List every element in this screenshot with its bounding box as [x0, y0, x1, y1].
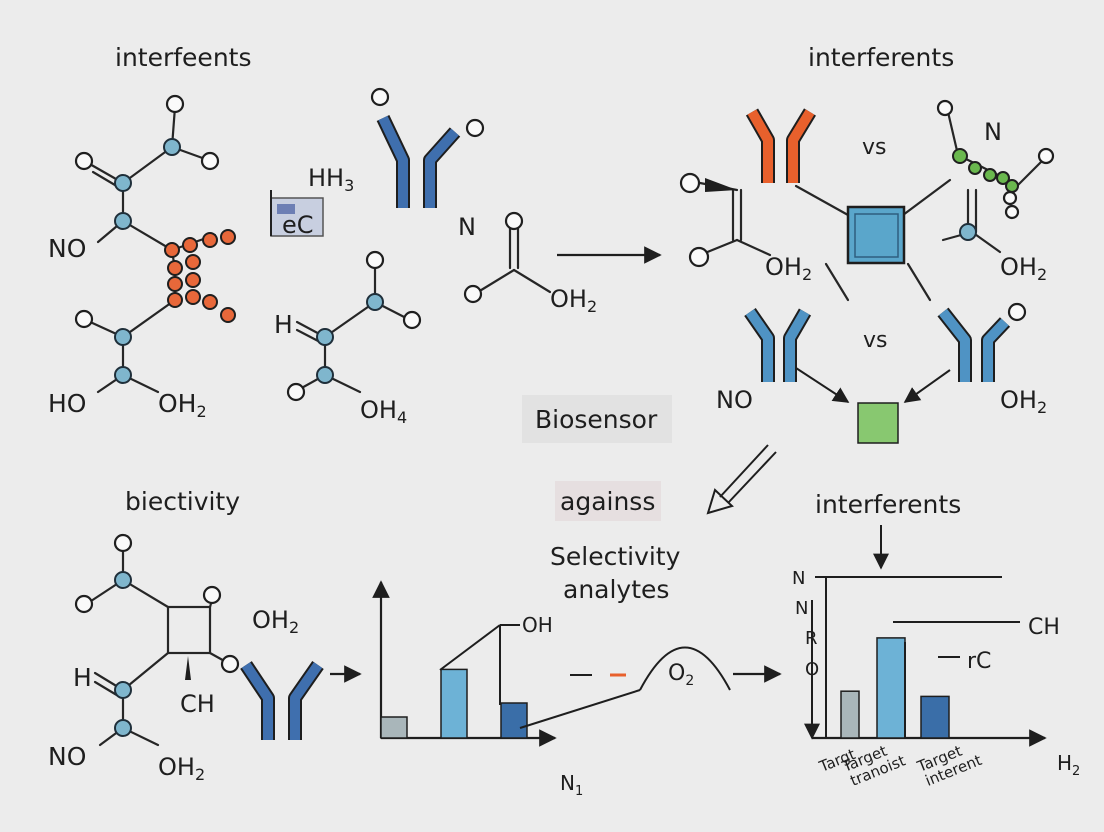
linker-atom	[167, 276, 183, 292]
bar-3	[920, 695, 950, 739]
antibody-icon	[370, 87, 485, 208]
bottom-right-title: interferents	[815, 490, 961, 519]
carbon-atom	[163, 138, 181, 156]
o2-arc	[639, 646, 731, 691]
o2-label: O2	[668, 661, 694, 689]
linker-atom	[220, 307, 236, 323]
chart1-x-axis-label: N1	[560, 771, 583, 799]
selectivity-label: Selectivity	[550, 542, 681, 571]
chart2-o-label: O	[805, 659, 819, 680]
central-square	[846, 205, 906, 265]
atom-label-oh2: OH2	[252, 606, 299, 637]
oxygen-atom	[504, 211, 524, 231]
tick-label: Targettranoist	[839, 737, 908, 791]
atom-label-hh3: HH3	[308, 164, 354, 195]
linker-atom	[185, 272, 201, 288]
antibody-icon	[240, 660, 324, 740]
linker-atom	[202, 294, 218, 310]
hydroxy-molecule: H OH4	[274, 250, 422, 427]
atom-label-oh2: OH2	[1000, 253, 1047, 284]
top-right-title: interferents	[808, 43, 954, 72]
tick-label: Targetinterent	[914, 736, 985, 791]
vs-label: vs	[863, 328, 887, 353]
analytes-label: analytes	[563, 575, 669, 604]
atom-label-n: N	[984, 118, 1002, 146]
atom-label-h: H	[274, 310, 293, 339]
carbon-atom	[114, 212, 132, 230]
oxygen-atom	[200, 151, 220, 171]
carbon-atom	[114, 366, 132, 384]
double-arrow	[706, 444, 777, 515]
bottom-left-title: biectivity	[125, 487, 240, 516]
atom-label-ho: HO	[48, 389, 86, 418]
carbon-atom	[114, 328, 132, 346]
atom-label-oh2: OH2	[765, 253, 812, 284]
linker-atom	[164, 242, 180, 258]
selectivity-bar-chart-1: OH N1	[372, 580, 641, 799]
atom-label-no: NO	[716, 386, 753, 414]
selectivity-network: vs vs OH2	[679, 99, 1055, 444]
chart1-oh-label: OH	[522, 613, 553, 637]
bar-3	[500, 702, 528, 739]
antibody-icon	[745, 108, 816, 183]
bar-1	[380, 716, 408, 739]
oxygen-atom	[463, 284, 483, 304]
chart2-ch-label: CH	[1028, 615, 1060, 640]
ec-label: eC	[282, 211, 314, 239]
linker-atom	[167, 292, 183, 308]
atom-label-n: N	[458, 213, 476, 241]
chart2-x-axis-label: H2	[1057, 751, 1080, 779]
biosensor-label: Biosensor	[535, 405, 658, 434]
linker-atom	[167, 260, 183, 276]
linker-atom	[220, 229, 236, 245]
chart2-rc-label: rC	[967, 649, 991, 674]
atom-label-oh2: OH2	[158, 753, 205, 784]
bar-1	[840, 690, 860, 739]
chart2-n-label: N	[792, 568, 805, 589]
linker-atom	[185, 254, 201, 270]
bar-2	[876, 637, 906, 739]
ec-label-box: eC	[270, 190, 324, 239]
atom-label-no: NO	[48, 234, 86, 263]
target-square	[857, 402, 899, 444]
top-left-title: interfeents	[115, 43, 252, 72]
linker-atom	[202, 232, 218, 248]
atom-label-ch: CH	[180, 690, 215, 718]
atom-label-oh4: OH4	[360, 396, 407, 427]
atom-label-oh2: OH2	[158, 389, 207, 421]
oxygen-atom	[74, 151, 94, 171]
vs-label: vs	[862, 135, 886, 160]
antibody-icon	[744, 308, 812, 382]
top-left-molecule: NO HO OH2	[48, 94, 236, 421]
linker-atom	[185, 289, 201, 305]
carbon-atom	[114, 174, 132, 192]
atom-label-no: NO	[48, 742, 86, 771]
oxygen-atom	[165, 94, 185, 114]
chart2-n-label: N	[795, 598, 808, 619]
antibody-icon	[937, 302, 1027, 382]
atom-label-oh2: OH2	[550, 285, 597, 316]
chart2-r-label: R	[805, 628, 818, 649]
bar-2	[440, 668, 468, 739]
carbonate-molecule: OH2	[463, 211, 597, 316]
bottom-left-molecule: OH2 H CH NO OH2	[48, 533, 299, 784]
linker-atom	[182, 237, 198, 253]
atom-label-h: H	[73, 663, 92, 692]
oxygen-atom	[74, 309, 94, 329]
against-label: againss	[560, 487, 655, 516]
atom-label-oh2: OH2	[1000, 386, 1047, 417]
